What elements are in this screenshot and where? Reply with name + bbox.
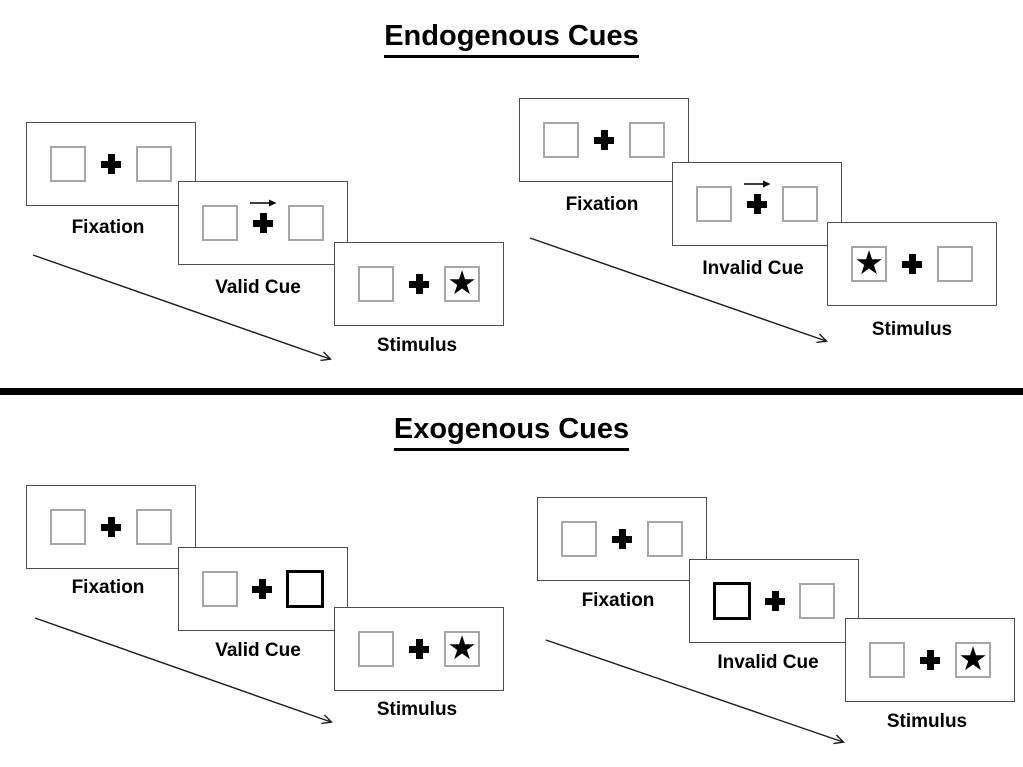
- left-cued-box: [713, 582, 751, 620]
- right-placeholder-box: [647, 521, 683, 557]
- right-placeholder-box: [799, 583, 835, 619]
- left-placeholder-box: [869, 642, 905, 678]
- left-placeholder-box: [202, 571, 238, 607]
- left-placeholder-box: [202, 205, 238, 241]
- card-endogenous-valid-stimulus: ★: [334, 242, 504, 326]
- left-placeholder-box: ★: [851, 246, 887, 282]
- star-stimulus-icon: ★: [447, 263, 477, 302]
- left-placeholder-box: [358, 631, 394, 667]
- left-placeholder-box: [696, 186, 732, 222]
- star-stimulus-icon: ★: [958, 639, 988, 678]
- card-endogenous-invalid-cue: [672, 162, 842, 246]
- left-placeholder-box: [561, 521, 597, 557]
- fixation-label: Fixation: [71, 577, 145, 598]
- stimulus-label: Stimulus: [871, 319, 953, 340]
- fixation-cross-icon: [101, 154, 121, 174]
- left-placeholder-box: [543, 122, 579, 158]
- cue-label: Valid Cue: [215, 277, 301, 298]
- cue-label: Invalid Cue: [717, 652, 819, 673]
- arrow-endogenous-invalid: [529, 237, 826, 341]
- right-placeholder-box: ★: [444, 631, 480, 667]
- cue-label: Valid Cue: [215, 640, 301, 661]
- card-exogenous-valid-stimulus: ★: [334, 607, 504, 691]
- cue-label: Invalid Cue: [702, 258, 804, 279]
- star-stimulus-icon: ★: [447, 628, 477, 667]
- card-exogenous-invalid-fixation: [537, 497, 707, 581]
- fixation-cross-icon: [612, 529, 632, 549]
- card-endogenous-invalid-stimulus: ★: [827, 222, 997, 306]
- fixation-cross-icon: [765, 591, 785, 611]
- fixation-cross-icon: [409, 274, 429, 294]
- left-placeholder-box: [358, 266, 394, 302]
- fixation-cross-icon: [902, 254, 922, 274]
- right-placeholder-box: ★: [444, 266, 480, 302]
- cue-arrow-icon: [742, 178, 772, 190]
- fixation-label: Fixation: [581, 590, 655, 611]
- exogenous-section-title: Exogenous Cues: [8, 413, 1015, 451]
- arrow-endogenous-valid: [32, 254, 330, 359]
- section-divider: [0, 388, 1023, 395]
- stimulus-label: Stimulus: [886, 711, 968, 732]
- star-stimulus-icon: ★: [854, 243, 884, 282]
- right-placeholder-box: [937, 246, 973, 282]
- title-text: Exogenous Cues: [393, 413, 630, 451]
- right-placeholder-box: [136, 146, 172, 182]
- right-placeholder-box: [288, 205, 324, 241]
- fixation-cross-icon: [101, 517, 121, 537]
- card-exogenous-invalid-cue: [689, 559, 859, 643]
- card-endogenous-valid-fixation: [26, 122, 196, 206]
- arrow-exogenous-valid: [34, 617, 331, 722]
- fixation-cross-icon: [920, 650, 940, 670]
- right-placeholder-box: [629, 122, 665, 158]
- endogenous-section-title: Endogenous Cues: [8, 20, 1015, 58]
- right-placeholder-box: [136, 509, 172, 545]
- fixation-cross-icon: [253, 213, 273, 233]
- right-placeholder-box: ★: [955, 642, 991, 678]
- card-endogenous-invalid-fixation: [519, 98, 689, 182]
- card-exogenous-invalid-stimulus: ★: [845, 618, 1015, 702]
- fixation-label: Fixation: [565, 194, 639, 215]
- fixation-cross-icon: [409, 639, 429, 659]
- fixation-label: Fixation: [71, 217, 145, 238]
- stimulus-label: Stimulus: [376, 335, 458, 356]
- fixation-cross-icon: [252, 579, 272, 599]
- card-exogenous-valid-fixation: [26, 485, 196, 569]
- stimulus-label: Stimulus: [376, 699, 458, 720]
- left-placeholder-box: [50, 509, 86, 545]
- card-endogenous-valid-cue: [178, 181, 348, 265]
- cue-arrow-icon: [248, 197, 278, 209]
- title-text: Endogenous Cues: [384, 20, 639, 58]
- fixation-cross-icon: [747, 194, 767, 214]
- right-placeholder-box: [782, 186, 818, 222]
- fixation-cross-icon: [594, 130, 614, 150]
- card-exogenous-valid-cue: [178, 547, 348, 631]
- arrow-exogenous-invalid: [545, 639, 843, 742]
- right-cued-box: [286, 570, 324, 608]
- left-placeholder-box: [50, 146, 86, 182]
